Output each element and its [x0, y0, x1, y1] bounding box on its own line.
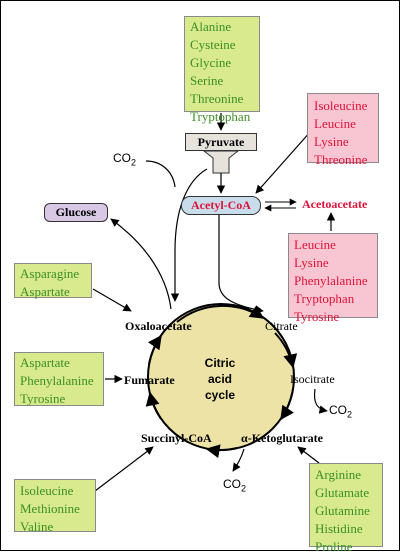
oxaloacetate-label: Oxaloacetate — [125, 319, 192, 333]
co2-label-ketoglutarate: CO2 — [223, 477, 247, 494]
aa-group-to-pyruvate: Alanine Cysteine Glycine Serine Threonin… — [184, 16, 260, 124]
amino-acid: Phenylalanine — [294, 273, 368, 288]
alpha-ketoglutarate-label: α-Ketoglutarate — [241, 431, 324, 445]
isocitrate-label: Isocitrate — [290, 372, 335, 386]
amino-acid: Serine — [190, 73, 224, 88]
cycle-arrow-ketoglutarate-succinyl — [205, 444, 238, 459]
acetyl-coa-node: Acetyl-CoA — [181, 196, 261, 215]
co2-label-isocitrate: CO2 — [329, 403, 353, 420]
amino-acid: Cysteine — [190, 37, 236, 52]
aa-group-to-fumarate: Aspartate Phenylalanine Tyrosine — [14, 352, 104, 406]
aa-group-to-oxaloacetate: Asparagine Aspartate — [14, 263, 92, 299]
aa-group-to-alpha-ketoglutarate: Arginine Glutamate Glutamine Histidine P… — [309, 463, 383, 554]
amino-acid: Isoleucine — [314, 98, 368, 113]
arrow-co2-release-ketoglutarate — [232, 448, 245, 472]
arrow-co2-release-isocitrate — [313, 388, 328, 414]
amino-acid: Alanine — [190, 19, 232, 34]
amino-acid: Glycine — [190, 55, 232, 70]
amino-acid: Isoleucine — [20, 483, 74, 498]
arrow-oxaloacetate-to-glucose — [110, 218, 172, 310]
glucose-node: Glucose — [44, 203, 108, 222]
arrow-aa-to-oxaloacetate — [92, 288, 132, 312]
amino-acid: Valine — [20, 519, 54, 534]
cycle-label-line: cycle — [204, 388, 236, 402]
citrate-label: Citrate — [265, 319, 298, 333]
amino-acid: Tryptophan — [190, 109, 251, 124]
aa-group-to-acetoacetate: Leucine Lysine Phenylalanine Tryptophan … — [288, 233, 378, 324]
pyruvate-stem — [202, 150, 240, 174]
co2-branch-pyruvate — [145, 160, 176, 188]
amino-acid: Aspartate — [20, 355, 70, 370]
amino-acid: Threonine — [314, 152, 368, 167]
amino-acid: Glutamate — [315, 485, 370, 500]
cycle-arrow-fumarate-oxaloacetate — [148, 334, 162, 365]
amino-acid: Proline — [315, 539, 353, 554]
amino-acid: Leucine — [314, 116, 356, 131]
amino-acid: Aspartate — [20, 284, 70, 299]
amino-acid: Glutamine — [315, 503, 370, 518]
amino-acid: Leucine — [294, 237, 336, 252]
amino-acid: Tyrosine — [294, 309, 340, 324]
arrow-aa-to-succinyl-coa — [94, 446, 154, 492]
arrow-acetyl-coa-to-citrate — [218, 215, 264, 314]
amino-acid: Histidine — [315, 521, 363, 536]
cycle-label-line: Citric — [204, 356, 236, 370]
arrow-aa-to-ketoglutarate — [297, 446, 320, 464]
aa-group-to-acetyl-coa: Isoleucine Leucine Lysine Threonine — [307, 93, 379, 167]
cycle-arrow-succinyl-fumarate — [145, 391, 162, 420]
amino-acid: Tyrosine — [20, 391, 66, 406]
acetoacetate-label: Acetoacetate — [302, 197, 368, 211]
amino-acid: Tryptophan — [294, 291, 355, 306]
cycle-arrow-isocitrate-ketoglutarate — [280, 388, 294, 421]
co2-label-pyruvate: CO2 — [113, 151, 137, 168]
aa-group-to-succinyl-coa: Isoleucine Methionine Valine — [14, 479, 96, 534]
fumarate-label: Fumarate — [124, 373, 175, 387]
amino-acid: Phenylalanine — [20, 373, 94, 388]
amino-acid: Lysine — [314, 134, 349, 149]
cycle-arrow-citrate-isocitrate — [274, 332, 298, 369]
arrow-pyruvate-to-oxaloacetate — [170, 168, 208, 302]
arrow-aa-to-acetyl-coa — [255, 130, 312, 194]
amino-acid: Arginine — [315, 467, 361, 482]
amino-acid: Methionine — [20, 501, 80, 516]
amino-acid: Threonine — [190, 91, 244, 106]
amino-acid: Asparagine — [20, 266, 80, 281]
pyruvate-node: Pyruvate — [185, 133, 257, 151]
amino-acid: Lysine — [294, 255, 329, 270]
succinyl-coa-label: Succinyl-CoA — [141, 431, 212, 445]
cycle-label-line: acid — [207, 372, 232, 386]
cycle-arrow-oxaloacetate-citrate — [176, 304, 265, 323]
cycle-label: Citric acid cycle — [192, 355, 248, 403]
